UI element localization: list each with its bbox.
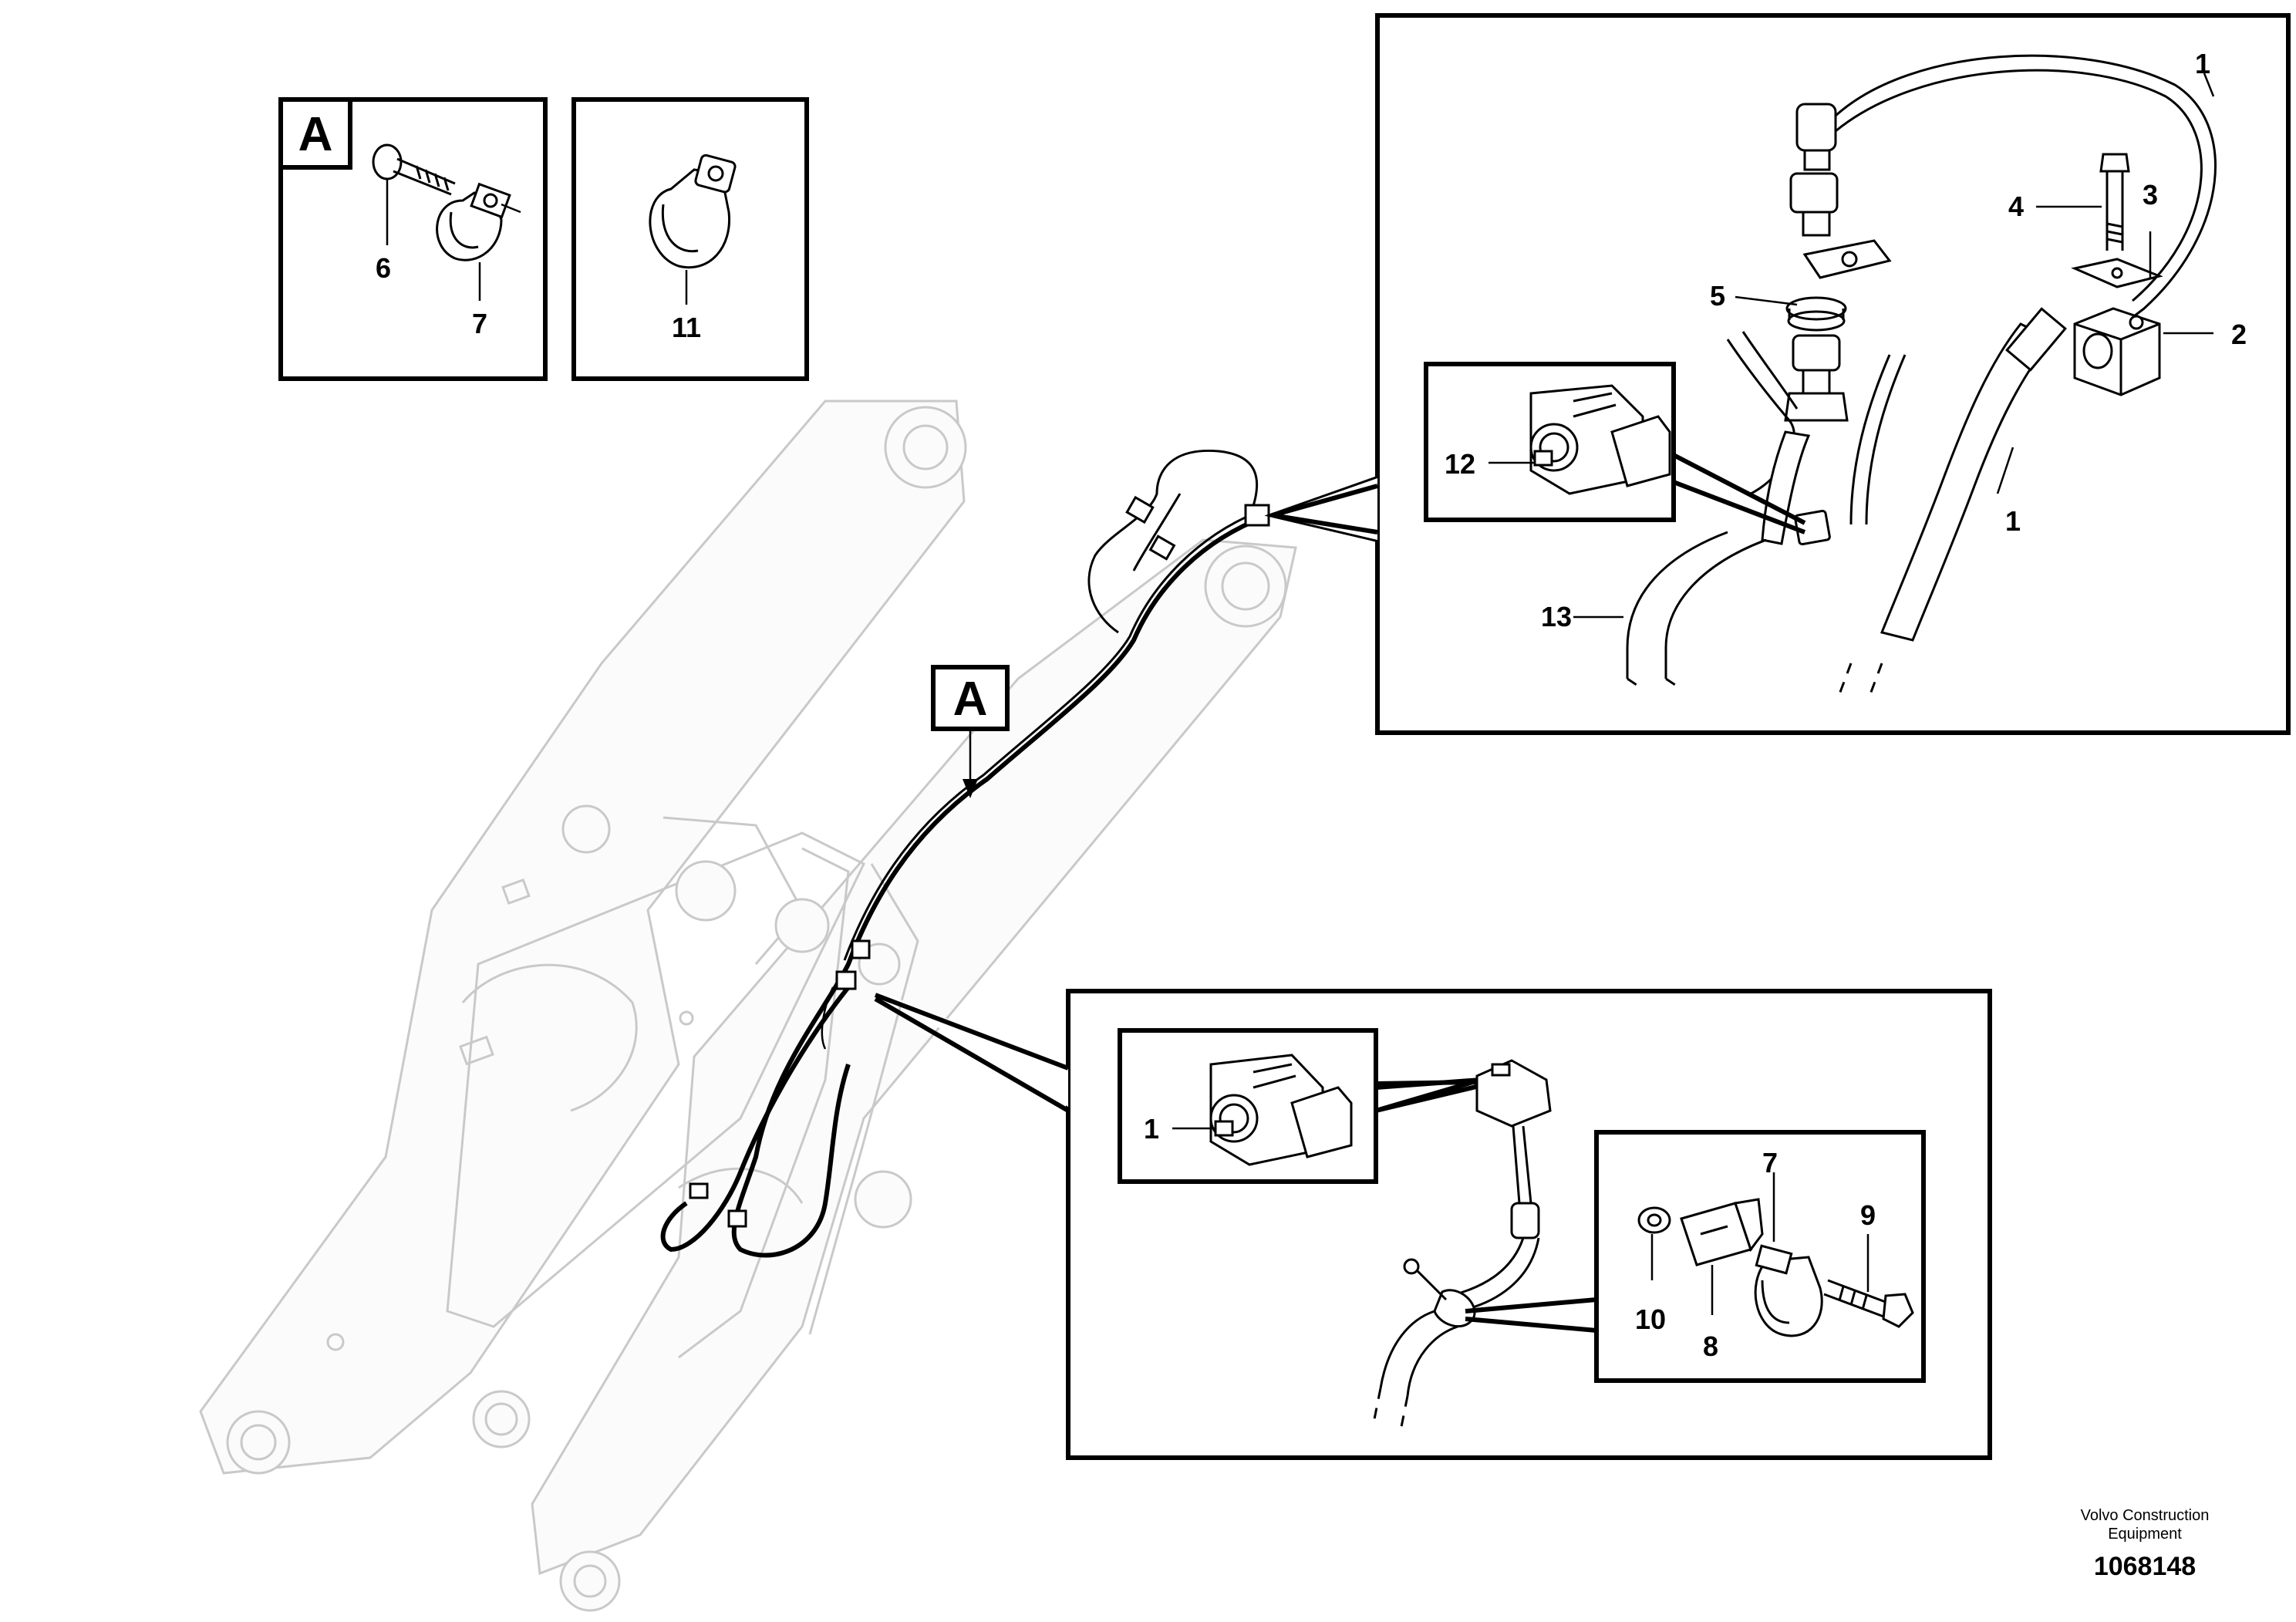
sensor-stack-5-drawing bbox=[1784, 103, 1892, 422]
drawing-number: 1068148 bbox=[2094, 1552, 2196, 1581]
hose-13-drawing bbox=[1626, 531, 1767, 688]
footer: Volvo Construction Equipment 1068148 bbox=[2081, 1507, 2210, 1581]
wire-harness bbox=[660, 449, 1270, 1258]
label-7-detail-a: 7 bbox=[472, 308, 487, 339]
clamp-7-drawing bbox=[436, 182, 521, 261]
label-13: 13 bbox=[1541, 601, 1572, 632]
connector-cable-drawing bbox=[1371, 1059, 1552, 1435]
label-11: 11 bbox=[672, 312, 701, 343]
clamp-7-lower-drawing bbox=[1754, 1244, 1823, 1337]
label-1-lower: 1 bbox=[2005, 505, 2021, 537]
bolt-9-drawing bbox=[1823, 1279, 1914, 1328]
sensor-12-drawing bbox=[1529, 384, 1671, 495]
lower-detail-box: 1 bbox=[874, 989, 1992, 1460]
label-3: 3 bbox=[2143, 179, 2158, 211]
bolt-4-drawing bbox=[2099, 153, 2130, 251]
washer-10-drawing bbox=[1637, 1206, 1671, 1234]
brand-line-1: Volvo Construction bbox=[2081, 1507, 2210, 1524]
clamp-11-drawing bbox=[649, 153, 737, 269]
label-1-upper: 1 bbox=[2195, 48, 2210, 79]
sensor-1-drawing bbox=[1209, 1054, 1353, 1166]
label-4: 4 bbox=[2008, 191, 2024, 222]
brand-line-2: Equipment bbox=[2108, 1526, 2182, 1543]
section-a-marker-label: A bbox=[953, 673, 988, 726]
label-1-sensor: 1 bbox=[1144, 1113, 1159, 1145]
bracket-8-drawing bbox=[1680, 1198, 1764, 1266]
clamp-block-2-drawing bbox=[2073, 307, 2161, 396]
upper-detail-box: 12 1 2 3 4 5 1 13 bbox=[1264, 13, 2291, 735]
label-7-lower: 7 bbox=[1762, 1147, 1778, 1179]
detail-a-title: A bbox=[298, 108, 333, 161]
detail-a-box: A 6 7 bbox=[278, 97, 548, 381]
hose-1-drawing bbox=[1834, 54, 2217, 695]
plate-3-drawing bbox=[2071, 258, 2163, 288]
label-6: 6 bbox=[376, 252, 391, 284]
section-a-marker: A bbox=[931, 665, 1010, 798]
clamp-11-box: 11 bbox=[571, 97, 809, 381]
label-9: 9 bbox=[1860, 1199, 1876, 1231]
label-12: 12 bbox=[1445, 448, 1475, 480]
lift-arm-ghost bbox=[199, 400, 1297, 1612]
label-5: 5 bbox=[1710, 280, 1725, 312]
label-8: 8 bbox=[1703, 1330, 1718, 1362]
label-10: 10 bbox=[1635, 1303, 1666, 1335]
label-2: 2 bbox=[2231, 319, 2247, 350]
